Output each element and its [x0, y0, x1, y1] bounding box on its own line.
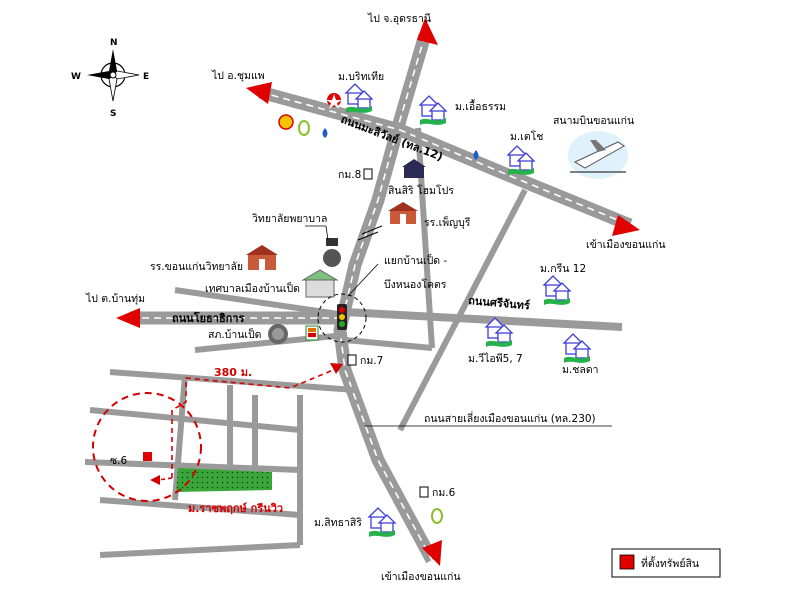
- label-sitthasiri: ม.สิทธาสิริ: [314, 517, 362, 529]
- shell-icon: [278, 114, 294, 130]
- bangchak-icon-2: [431, 508, 443, 524]
- legend-label: ที่ตั้งทรัพย์สิน: [641, 556, 699, 570]
- house-icon-borisatthai: [345, 83, 373, 114]
- house-icon-green12: [543, 275, 571, 306]
- label-nursing-college: วิทยาลัยพยาบาล: [252, 213, 328, 225]
- nursing-college-icon: [323, 238, 341, 267]
- airport-icon: [568, 131, 628, 179]
- label-ban-pet-municipality: เทศบาลเมืองบ้านเป็ด: [205, 281, 300, 295]
- label-km8: กม.8: [338, 169, 361, 181]
- label-soi6: ซ.6: [110, 455, 127, 467]
- municipality-icon: [301, 269, 339, 298]
- label-kk-witthayalai: รร.ขอนแก่นวิทยาลัย: [150, 261, 243, 273]
- label-sinsiri: สินสิริ โฮมโปร: [388, 184, 454, 197]
- road-srichan: [344, 308, 623, 331]
- label-vip: ม.วีไอพี5, 7: [468, 352, 523, 365]
- label-to-chumphae: ไป อ.ชุมแพ: [211, 69, 265, 82]
- label-green-view: ม.ราชพฤกษ์ กรีนวิว: [188, 502, 283, 515]
- km-post-icon-6: [419, 486, 429, 498]
- road-label-srichan: ถนนศรีจันทร์: [468, 294, 531, 312]
- arrow-to-city-south: [422, 540, 442, 566]
- label-tecsho: ม.เตโช: [510, 130, 543, 143]
- km-post-icon-8: [363, 168, 373, 180]
- house-icon-sitthasiri: [368, 507, 396, 538]
- compass-s: S: [110, 109, 116, 119]
- label-km7: กม.7: [360, 355, 383, 367]
- house-icon-chonlada: [563, 333, 591, 364]
- intersection-marker: [317, 293, 367, 343]
- arrow-to-ban-thum: [116, 308, 140, 328]
- distance-route: [171, 367, 339, 478]
- bridge-mark: [357, 225, 383, 241]
- label-airport: สนามบินขอนแก่น: [553, 115, 634, 127]
- house-icon-eua-tham: [419, 95, 447, 126]
- label-intersection-1: แยกบ้านเป็ด -: [384, 253, 447, 267]
- ptt-icon-2: [473, 150, 479, 160]
- label-km6: กม.6: [432, 487, 456, 499]
- ptt-icon: [322, 128, 328, 138]
- label-to-ban-thum: ไป ต.บ้านทุ่ม: [85, 292, 145, 305]
- label-intersection-2: บึงหนองโคตร: [384, 278, 447, 291]
- label-to-udon: ไป จ.อุดรธานี: [367, 12, 431, 25]
- legend: ที่ตั้งทรัพย์สิน: [611, 548, 721, 578]
- road-label-chotikorn: ถนนโยธาธิการ: [172, 311, 244, 325]
- green-view-area: [176, 468, 272, 492]
- arrow-to-udon: [417, 18, 438, 45]
- police-icon: [268, 324, 288, 344]
- compass-w: W: [71, 72, 81, 82]
- bangchak-icon: [298, 120, 310, 136]
- caltex-icon: [326, 93, 342, 109]
- km-post-icon-7: [347, 354, 357, 366]
- label-school-phensaburi: รร.เพ็ญบุรี: [424, 215, 471, 229]
- label-to-city-east: เข้าเมืองขอนแก่น: [586, 238, 666, 251]
- road-label-bypass: ถนนสายเลี่ยงเมืองขอนแก่น (ทล.230): [424, 411, 596, 425]
- store-icon: [402, 159, 426, 178]
- label-police: สภ.บ้านเป็ด: [208, 327, 261, 341]
- school-icon-kk-witthayalai: [246, 245, 278, 270]
- label-eua-tham: ม.เอื้อธรรม: [455, 99, 506, 113]
- house-icon-tecsho: [507, 145, 535, 176]
- compass-rose: N S E W: [71, 38, 149, 119]
- label-borisatthai: ม.บริทเทีย: [338, 70, 384, 83]
- compass-n: N: [110, 38, 118, 48]
- legend-marker: [619, 554, 635, 570]
- arrow-to-chumphae: [246, 82, 272, 104]
- traffic-light-icon: [337, 304, 347, 330]
- arrow-to-city-east: [612, 215, 640, 236]
- property-marker: [143, 452, 152, 461]
- label-chonlada: ม.ชลดา: [562, 364, 599, 376]
- seven-eleven-icon: [305, 325, 319, 341]
- school-icon-phensaburi: [388, 202, 418, 224]
- label-green12: ม.กรีน 12: [540, 262, 586, 275]
- property-radius-circle: [92, 392, 202, 502]
- label-to-city-south: เข้าเมืองขอนแก่น: [381, 570, 461, 583]
- label-distance: 380 ม.: [214, 366, 252, 379]
- compass-e: E: [143, 72, 149, 82]
